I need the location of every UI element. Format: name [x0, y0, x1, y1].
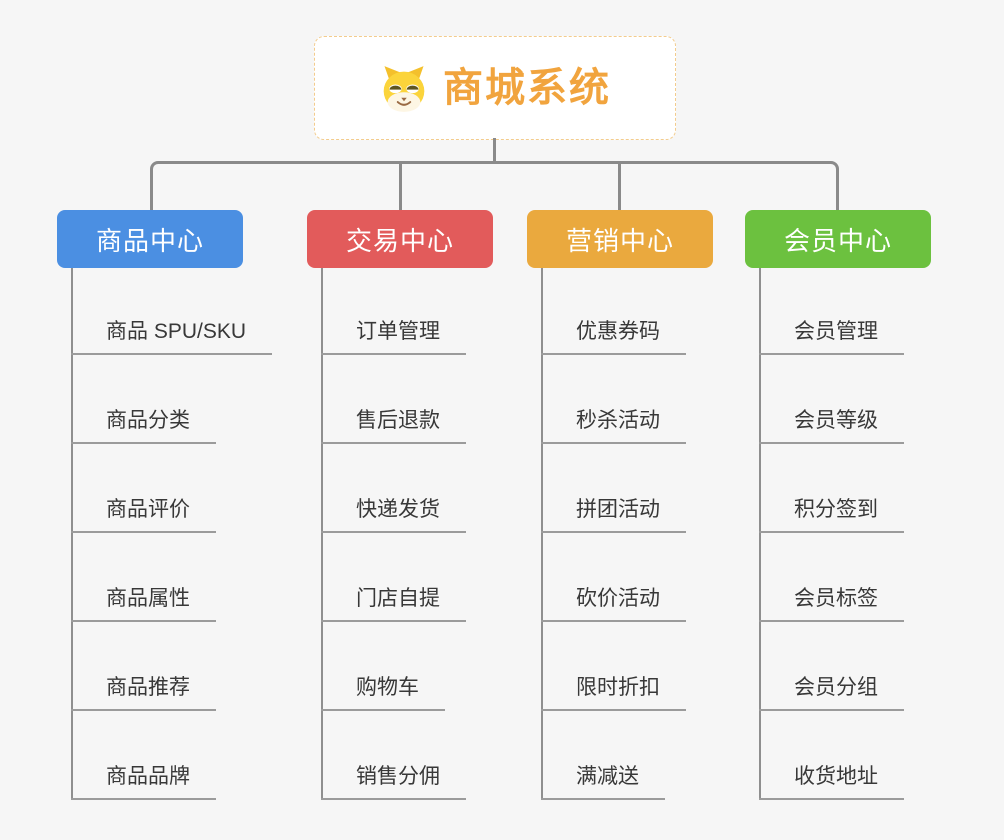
root-title: 商城系统 [443, 66, 611, 110]
leaf-node: 积分签到 [759, 495, 904, 533]
branch-member-center: 会员中心 会员管理 会员等级 积分签到 会员标签 会员分组 收货地址 [745, 210, 945, 810]
connector-drop-3 [618, 161, 621, 210]
leaf-node: 快递发货 [321, 495, 466, 533]
branch-header: 商品中心 [57, 210, 243, 268]
leaf-node: 会员等级 [759, 406, 904, 444]
branch-trunk-line [71, 268, 73, 800]
leaf-node: 商品品牌 [71, 762, 216, 800]
branch-trade-center: 交易中心 订单管理 售后退款 快递发货 门店自提 购物车 销售分佣 [307, 210, 507, 810]
branch-trunk-line [759, 268, 761, 800]
leaf-node: 限时折扣 [541, 673, 686, 711]
leaf-node: 会员分组 [759, 673, 904, 711]
leaf-node: 购物车 [321, 673, 445, 711]
leaf-node: 会员管理 [759, 317, 904, 355]
leaf-node: 满减送 [541, 762, 665, 800]
leaf-node: 秒杀活动 [541, 406, 686, 444]
shiba-dog-icon [379, 63, 429, 113]
branch-header: 会员中心 [745, 210, 931, 268]
leaf-node: 会员标签 [759, 584, 904, 622]
branch-header: 营销中心 [527, 210, 713, 268]
leaf-node: 售后退款 [321, 406, 466, 444]
leaf-node: 砍价活动 [541, 584, 686, 622]
leaf-node: 商品分类 [71, 406, 216, 444]
branch-trunk-line [541, 268, 543, 800]
leaf-node: 商品推荐 [71, 673, 216, 711]
leaf-node: 门店自提 [321, 584, 466, 622]
leaf-node: 拼团活动 [541, 495, 686, 533]
leaf-node: 商品评价 [71, 495, 216, 533]
branch-header: 交易中心 [307, 210, 493, 268]
leaf-node: 收货地址 [759, 762, 904, 800]
branch-trunk-line [321, 268, 323, 800]
connector-root-stem [493, 138, 496, 163]
branch-product-center: 商品中心 商品 SPU/SKU 商品分类 商品评价 商品属性 商品推荐 商品品牌 [57, 210, 273, 810]
connector-drop-2 [399, 161, 402, 210]
leaf-node: 销售分佣 [321, 762, 466, 800]
leaf-node: 优惠券码 [541, 317, 686, 355]
branch-marketing-center: 营销中心 优惠券码 秒杀活动 拼团活动 砍价活动 限时折扣 满减送 [527, 210, 727, 810]
root-node: 商城系统 [314, 36, 676, 140]
connector-bus [150, 161, 839, 210]
leaf-node: 订单管理 [321, 317, 466, 355]
leaf-node: 商品属性 [71, 584, 216, 622]
leaf-node: 商品 SPU/SKU [71, 317, 273, 355]
